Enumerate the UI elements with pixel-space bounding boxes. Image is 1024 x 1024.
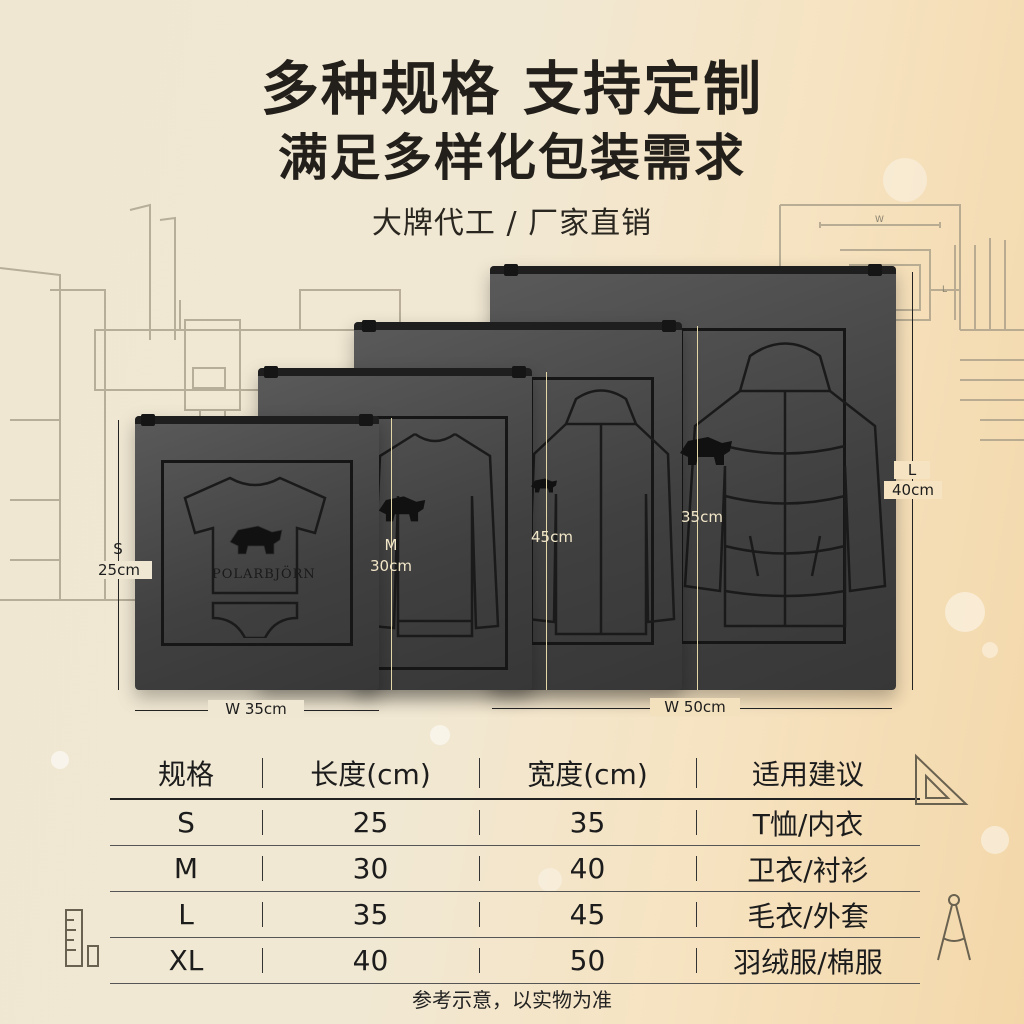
set-square-icon: [915, 753, 969, 805]
page-title: 多种规格 支持定制: [260, 55, 764, 123]
table-cell: 25: [262, 799, 479, 846]
spec-table: 规格 长度(cm) 宽度(cm) 适用建议 S 25 35 T恤/内衣 M 30…: [110, 748, 920, 984]
zipper-pull: [512, 366, 526, 378]
zipper-pull: [868, 264, 882, 276]
bag-m-length-label: 30cm: [370, 557, 412, 575]
bear-logo-icon: [680, 437, 732, 465]
table-cell: 40: [262, 937, 479, 984]
table-cell: 35: [479, 799, 696, 846]
table-header: 规格: [110, 748, 262, 800]
dimension-line: [697, 326, 698, 690]
table-cell: 35: [262, 891, 479, 938]
table-header: 适用建议: [696, 748, 920, 800]
dimension-line: [546, 372, 547, 690]
svg-text:W: W: [875, 215, 884, 225]
zipper-pull: [662, 320, 676, 332]
table-cell: S: [110, 799, 262, 846]
bag-s-width-label: W 35cm: [208, 700, 304, 718]
compass-icon: [937, 894, 971, 961]
table-row: XL 40 50 羽绒服/棉服: [110, 937, 920, 984]
table-cell: M: [110, 845, 262, 892]
dimension-line: [391, 418, 392, 690]
zipper-pull: [504, 264, 518, 276]
table-row: L 35 45 毛衣/外套: [110, 891, 920, 938]
table-cell: XL: [110, 937, 262, 984]
bag-m-size-label: M: [384, 536, 398, 554]
down-jacket-icon: [683, 342, 887, 628]
brand-logo-text: POLARBJÖRN: [212, 567, 316, 582]
zipper-pull: [362, 320, 376, 332]
bag-zipper: [354, 322, 682, 330]
bag-xl-size-label: L: [894, 461, 930, 479]
table-header: 宽度(cm): [479, 748, 696, 800]
table-cell: 30: [262, 845, 479, 892]
table-row: S 25 35 T恤/内衣: [110, 799, 920, 846]
bag-s-length-label: 25cm: [86, 561, 152, 579]
sweater-icon: [526, 389, 676, 636]
bag-l-length-label: 45cm: [531, 528, 573, 546]
table-cell: 羽绒服/棉服: [696, 937, 920, 984]
svg-text:L: L: [942, 285, 947, 295]
bear-logo-icon: [378, 496, 426, 522]
zipper-pull: [141, 414, 155, 426]
footnote: 参考示意，以实物为准: [412, 988, 612, 1012]
bear-logo-icon: [531, 478, 557, 493]
bag-xl-width-label: W 50cm: [650, 698, 740, 716]
zipper-pull: [264, 366, 278, 378]
table-cell: 50: [479, 937, 696, 984]
tshirt-icon: [183, 476, 327, 638]
bag-zipper: [135, 416, 379, 424]
table-header: 长度(cm): [262, 748, 479, 800]
bag-s-size-label: S: [113, 540, 123, 558]
page-tagline: 满足多样化包装需求: [278, 129, 746, 187]
table-header-row: 规格 长度(cm) 宽度(cm) 适用建议: [110, 748, 920, 800]
table-cell: L: [110, 891, 262, 938]
bag-xl-length-label: 40cm: [884, 481, 942, 499]
bag-zipper: [490, 266, 896, 274]
table-cell: 卫衣/衬衫: [696, 845, 920, 892]
bag-print-frame: [161, 460, 353, 646]
bag-s: [135, 414, 379, 690]
bag-zipper: [258, 368, 532, 376]
table-cell: 45: [479, 891, 696, 938]
table-row: M 30 40 卫衣/衬衫: [110, 845, 920, 892]
page-subtitle: 大牌代工 / 厂家直销: [371, 206, 653, 241]
bear-logo-icon: [229, 525, 283, 555]
ruler-icon: [65, 909, 99, 967]
table-cell: 40: [479, 845, 696, 892]
table-cell: T恤/内衣: [696, 799, 920, 846]
dimension-line: [118, 420, 119, 690]
table-cell: 毛衣/外套: [696, 891, 920, 938]
zipper-pull: [359, 414, 373, 426]
bag-l-length-label: 35cm: [681, 508, 723, 526]
